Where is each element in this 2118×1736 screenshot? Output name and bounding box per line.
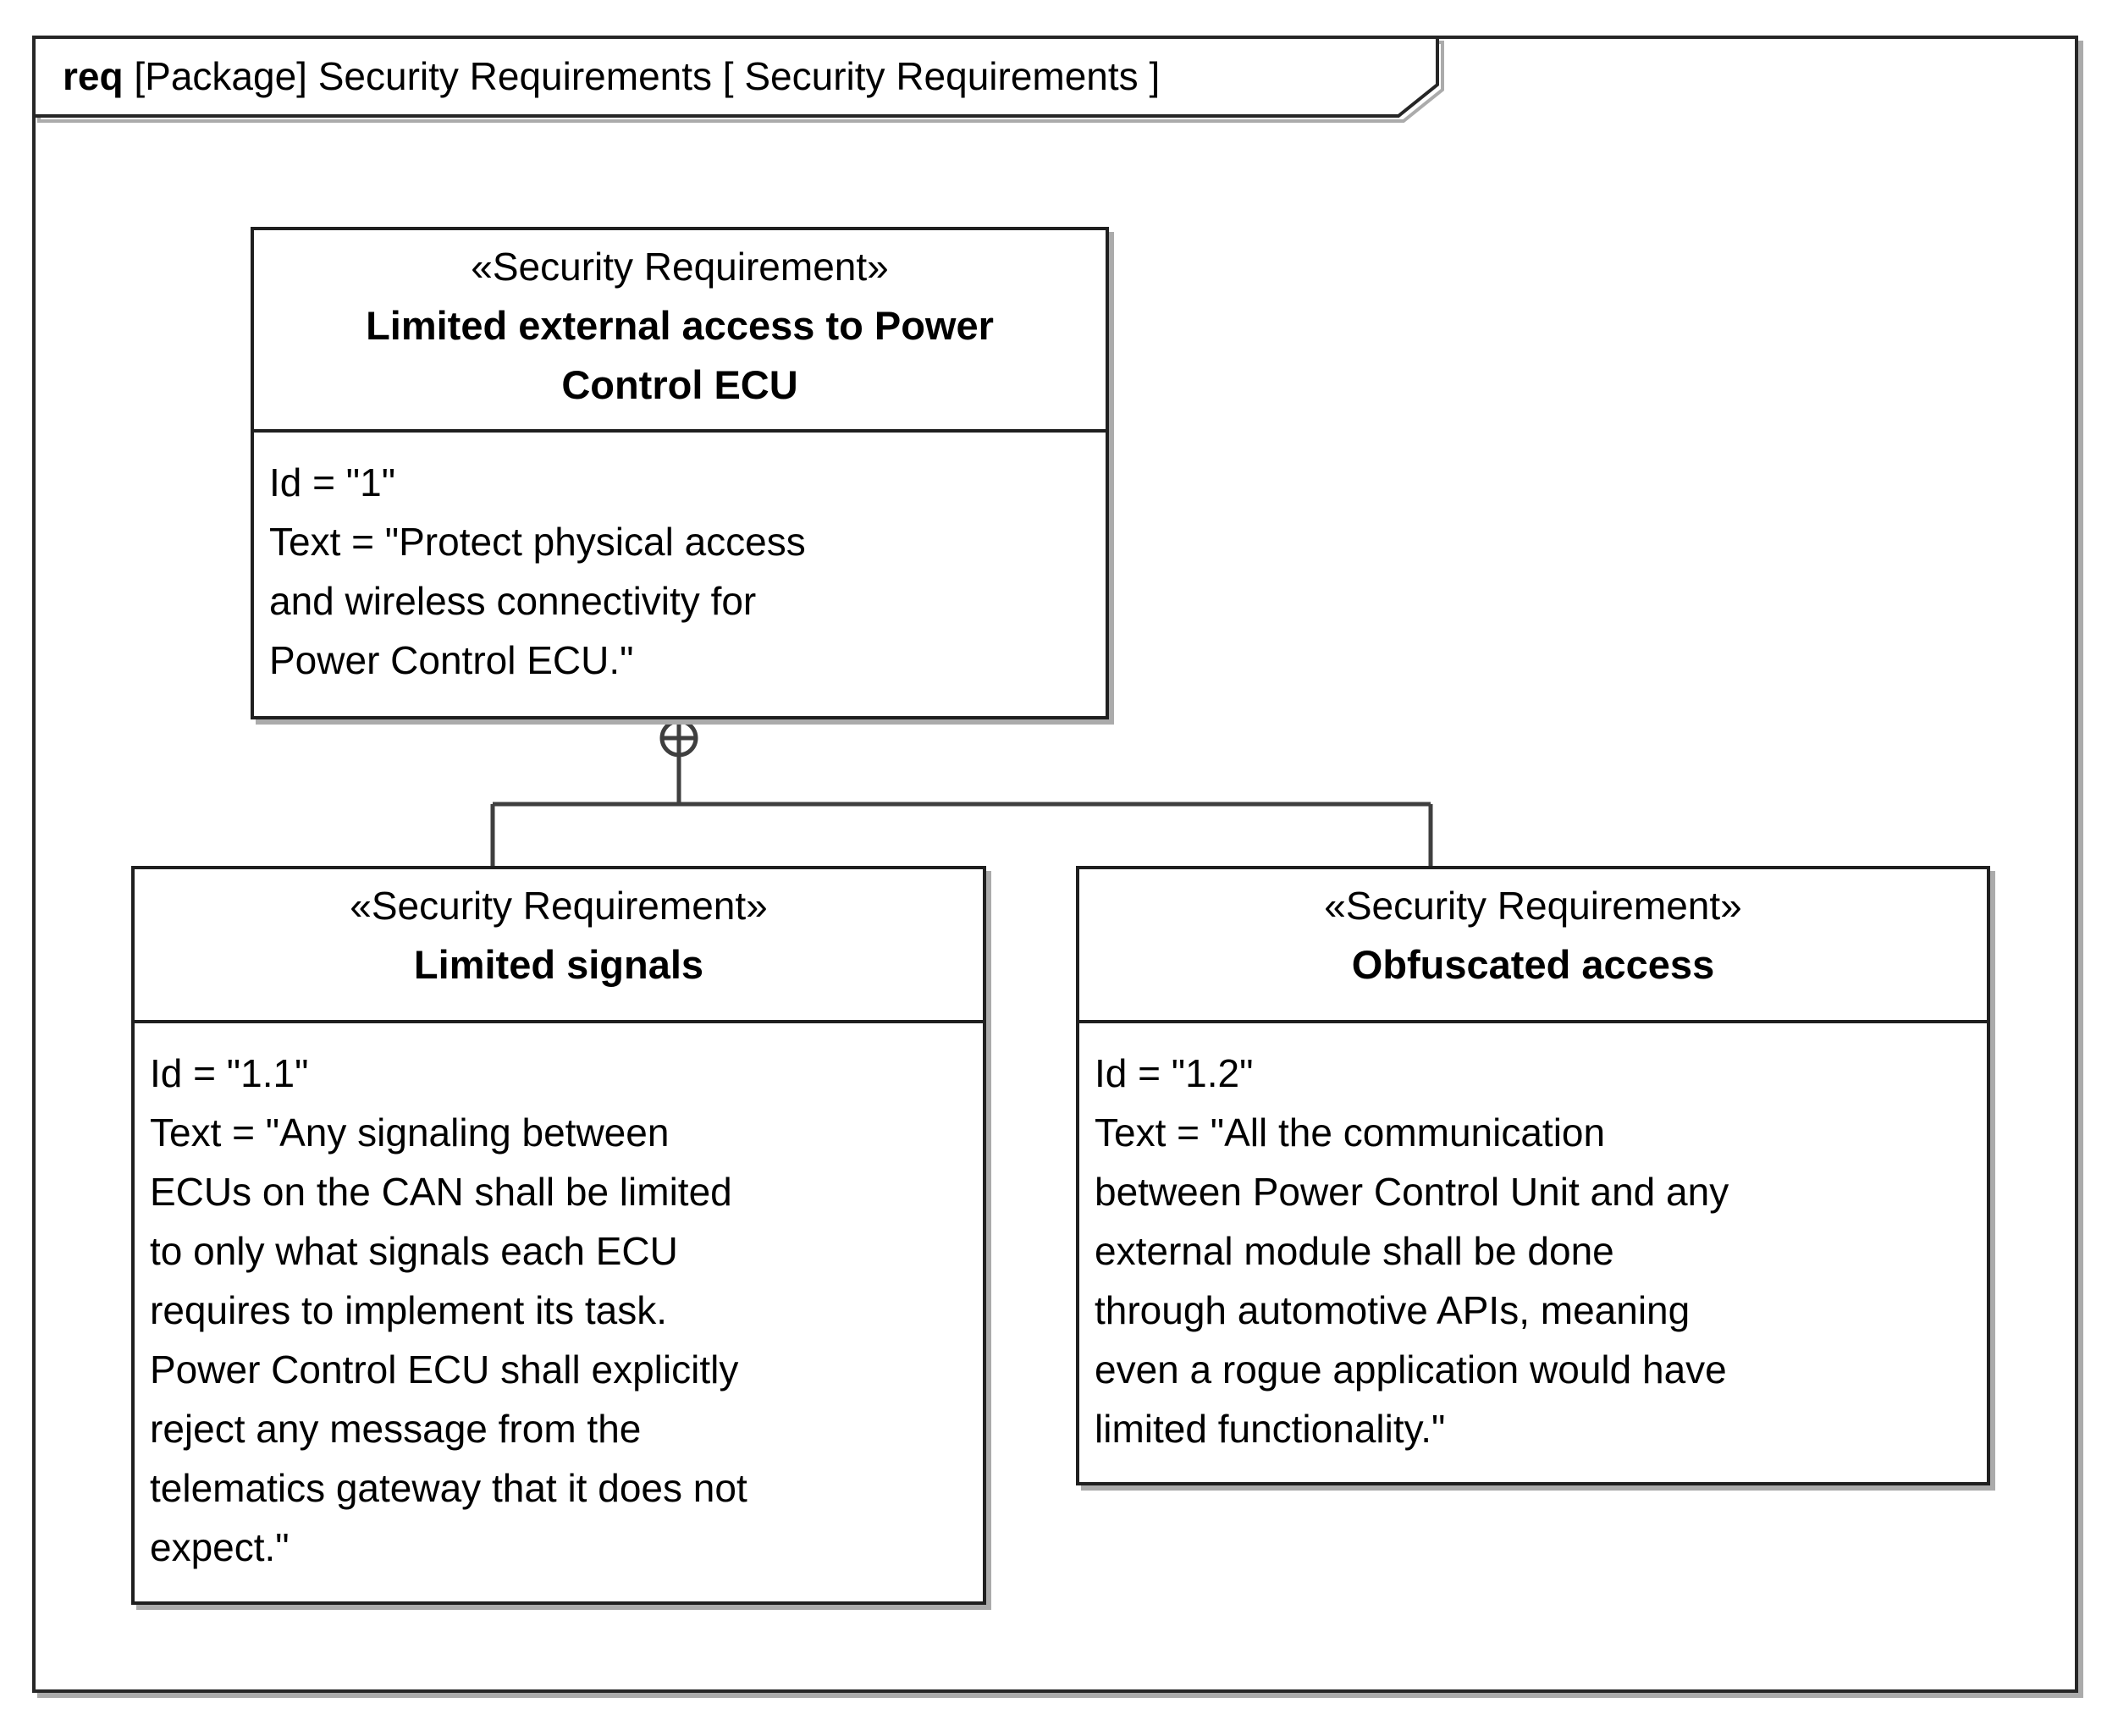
requirement-node-limited-external-access[interactable]: «Security Requirement» Limited external …	[251, 227, 1109, 719]
frame-title-label: [Package] Security Requirements [ Securi…	[123, 54, 1161, 98]
requirement-node-limited-signals[interactable]: «Security Requirement» Limited signals I…	[131, 866, 986, 1605]
requirement-node-obfuscated-access[interactable]: «Security Requirement» Obfuscated access…	[1076, 866, 1990, 1485]
requirement-stereotype: «Security Requirement»	[1324, 884, 1742, 928]
requirement-header: «Security Requirement» Limited signals	[135, 869, 983, 1023]
frame-kind-label: req	[63, 54, 124, 98]
requirement-name: Limited external access to Power Control…	[366, 303, 994, 407]
frame-title: req [Package] Security Requirements [ Se…	[63, 36, 1160, 117]
requirement-name: Obfuscated access	[1351, 942, 1715, 987]
requirement-body: Id = "1.2" Text = "All the communication…	[1095, 1051, 1729, 1451]
requirement-stereotype: «Security Requirement»	[350, 884, 768, 928]
requirement-header: «Security Requirement» Obfuscated access	[1079, 869, 1987, 1023]
frame-tab-outline	[32, 36, 1439, 118]
requirement-header: «Security Requirement» Limited external …	[254, 230, 1106, 433]
requirement-body: Id = "1" Text = "Protect physical access…	[269, 460, 806, 682]
requirement-name: Limited signals	[413, 942, 704, 987]
containment-circle-icon	[659, 719, 698, 758]
requirement-body: Id = "1.1" Text = "Any signaling between…	[150, 1051, 747, 1569]
containment-connector[interactable]	[490, 719, 1433, 866]
frame-tab-shape[interactable]	[32, 36, 1444, 123]
requirement-stereotype: «Security Requirement»	[471, 245, 889, 289]
